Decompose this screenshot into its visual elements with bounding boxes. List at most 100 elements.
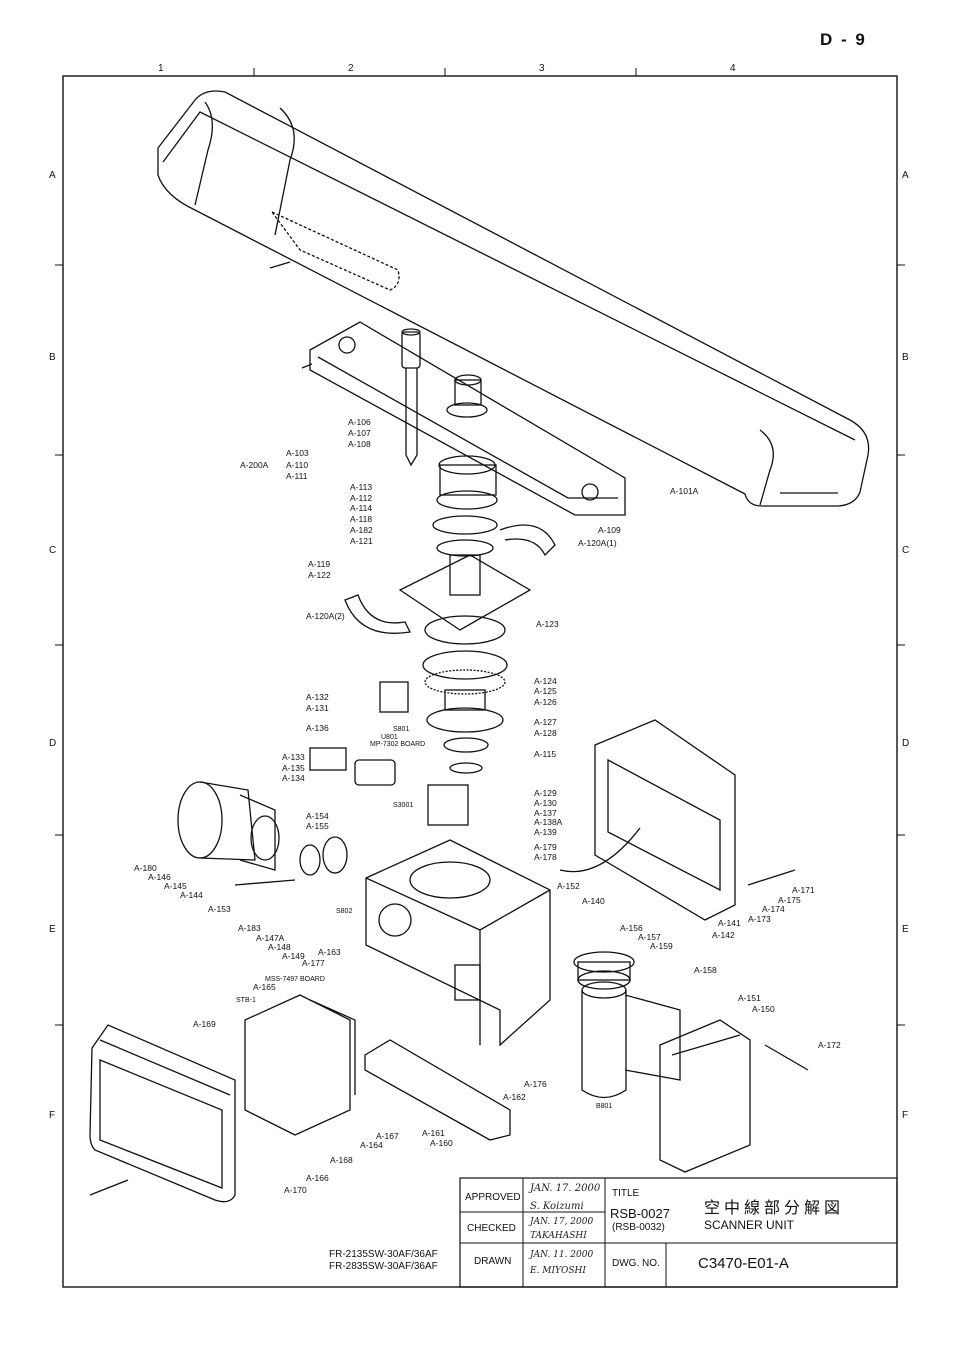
row-label-c-left: C <box>49 545 56 556</box>
cover-lower-right <box>659 1019 751 1173</box>
part-label: A-164 <box>360 1140 383 1150</box>
part-label: A-165 <box>253 982 276 992</box>
part-label: A-101A <box>670 486 699 496</box>
part-labels: A-101A A-103 A-106 A-107 A-108 A-109 A-1… <box>134 417 841 1195</box>
part-label: A-148 <box>268 942 291 952</box>
part-label: A-141 <box>718 918 741 928</box>
component-labels: MP-7302 BOARD MSS-7497 BOARD STB-1 S801 … <box>236 726 612 1110</box>
part-label: A-136 <box>306 723 329 733</box>
part-label: A-137 <box>534 808 557 818</box>
part-label: A-131 <box>306 703 329 713</box>
part-label: A-168 <box>330 1155 353 1165</box>
part-label: A-133 <box>282 752 305 762</box>
part-label: A-166 <box>306 1173 329 1183</box>
part-label: A-163 <box>318 947 341 957</box>
part-label: A-161 <box>422 1128 445 1138</box>
main-chassis <box>365 839 551 1047</box>
title-block: APPROVED CHECKED DRAWN JAN. 17. 2000 S. … <box>459 1177 898 1288</box>
part-label: A-175 <box>778 895 801 905</box>
page-code: D - 9 <box>820 30 867 49</box>
part-label: A-130 <box>534 798 557 808</box>
part-label: A-180 <box>134 863 157 873</box>
part-label: A-125 <box>534 686 557 696</box>
part-label: A-179 <box>534 842 557 852</box>
approved-label: APPROVED <box>465 1192 521 1203</box>
motor-b801 <box>573 951 681 1099</box>
row-label-c-right: C <box>902 545 909 556</box>
checked-date: JAN. 17, 2000 <box>528 1217 593 1227</box>
part-label: A-113 <box>350 482 372 492</box>
board-plate-left <box>244 994 356 1136</box>
row-label-e-left: E <box>49 924 56 935</box>
part-label: A-147A <box>256 933 285 943</box>
part-label: A-169 <box>193 1019 216 1029</box>
part-label: A-145 <box>164 881 187 891</box>
row-label-d-right: D <box>902 738 909 749</box>
part-label: A-146 <box>148 872 171 882</box>
approved-name: S. Koizumi <box>530 1201 584 1212</box>
approved-date: JAN. 17. 2000 <box>528 1183 601 1194</box>
part-label: A-123 <box>536 619 559 629</box>
part-label: A-178 <box>534 852 557 862</box>
part-label: A-112 <box>350 493 372 503</box>
part-label: A-124 <box>534 676 557 686</box>
part-label: A-156 <box>620 923 643 933</box>
col-label-1: 1 <box>158 63 164 74</box>
mp-board-label: MP-7302 BOARD <box>370 741 425 748</box>
half-ring-brackets <box>344 524 556 634</box>
part-label: A-118 <box>350 514 372 524</box>
part-label: A-149 <box>282 951 305 961</box>
part-label: A-132 <box>306 692 329 702</box>
part-label: A-167 <box>376 1131 399 1141</box>
part-label: A-126 <box>534 697 557 707</box>
title-label: TITLE <box>612 1188 640 1199</box>
u801-label: U801 <box>381 734 398 741</box>
artwork <box>89 90 870 1203</box>
drawn-date: JAN. 11. 2000 <box>528 1250 593 1260</box>
part-label: A-174 <box>762 904 785 914</box>
part-label: A-127 <box>534 717 557 727</box>
part-label: A-120A(1) <box>578 538 617 548</box>
cover-upper-right <box>559 719 736 921</box>
hardware-screws <box>89 261 809 1196</box>
row-label-b-right: B <box>902 352 909 363</box>
part-label: A-153 <box>208 904 231 914</box>
cover-left <box>89 1024 236 1203</box>
part-label: A-150 <box>752 1004 775 1014</box>
models-text: FR-2135SW-30AF/36AF FR-2835SW-30AF/36AF <box>329 1249 438 1272</box>
part-label: A-200A <box>240 460 269 470</box>
title-japanese: 空中線部分解図 <box>704 1198 844 1217</box>
part-label: A-108 <box>348 439 371 449</box>
title-code: RSB-0027 <box>610 1206 670 1221</box>
col-label-3: 3 <box>539 63 545 74</box>
s802-label: S802 <box>336 908 352 915</box>
part-label: A-158 <box>694 965 717 975</box>
row-label-f-right: F <box>902 1110 908 1121</box>
title-code-alt: (RSB-0032) <box>612 1222 665 1233</box>
stb-label: STB-1 <box>236 997 256 1004</box>
part-label: A-121 <box>350 536 373 546</box>
row-label-d-left: D <box>49 738 56 749</box>
part-label: A-103 <box>286 448 309 458</box>
col-label-4: 4 <box>730 63 736 74</box>
grid-ticks <box>55 68 905 1026</box>
part-label: A-151 <box>738 993 761 1003</box>
part-label: A-142 <box>712 930 735 940</box>
part-label: A-177 <box>302 958 325 968</box>
part-label: A-114 <box>350 503 372 513</box>
part-label: A-139 <box>534 827 557 837</box>
motor-assembly-left <box>177 781 348 886</box>
part-label: A-107 <box>348 428 371 438</box>
part-label: A-173 <box>748 914 771 924</box>
checked-name: TAKAHASHI <box>530 1231 587 1241</box>
s801-label: S801 <box>393 726 409 733</box>
dwg-number: C3470-E01-A <box>698 1255 789 1272</box>
s3001-label: S3001 <box>393 802 413 809</box>
part-label: A-170 <box>284 1185 307 1195</box>
bottom-bracket <box>364 1039 511 1141</box>
drawing-frame <box>62 75 898 1288</box>
part-label: A-115 <box>534 749 556 759</box>
part-label: A-152 <box>557 881 580 891</box>
checked-label: CHECKED <box>467 1223 516 1234</box>
waveguide-shaft <box>401 328 421 467</box>
